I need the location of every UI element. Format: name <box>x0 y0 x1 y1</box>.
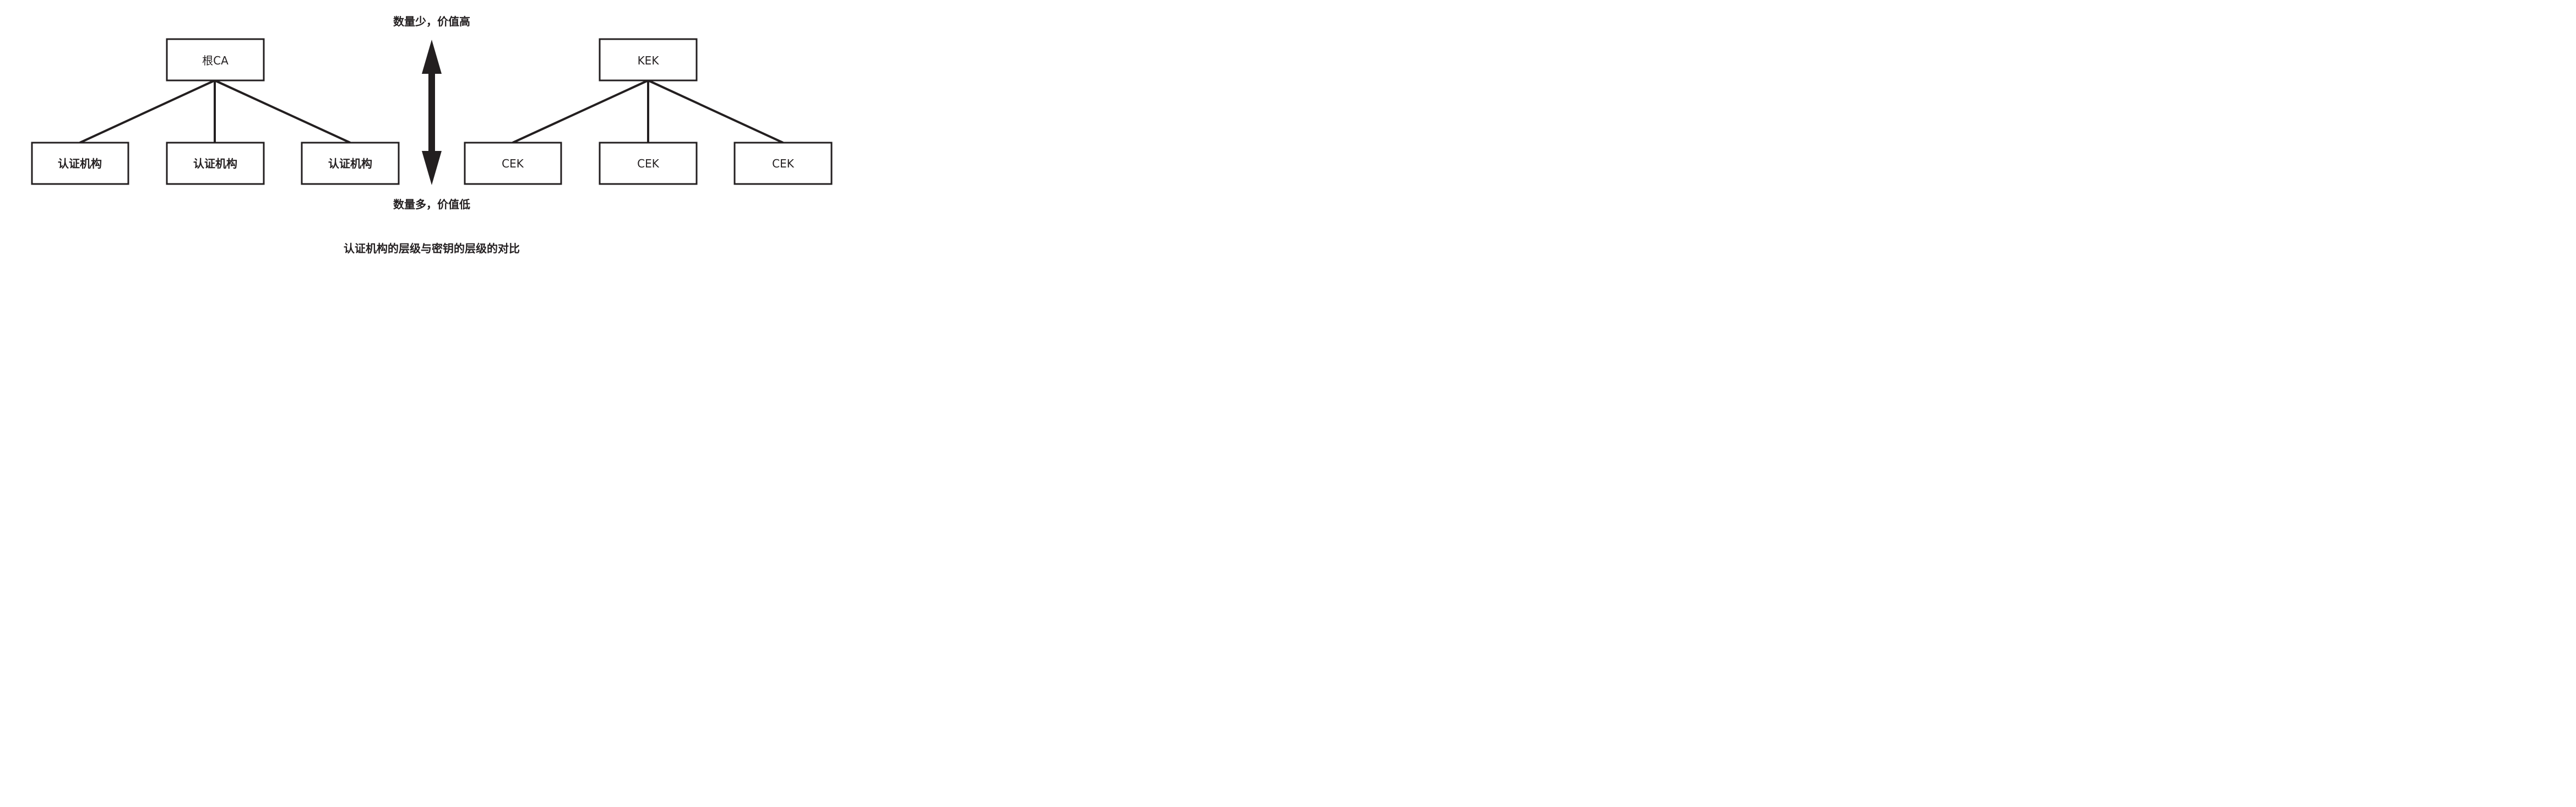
arrow-up-head <box>422 40 442 74</box>
left-child-node-2: 认证机构 <box>166 142 265 185</box>
left-root-node: 根CA <box>166 38 265 82</box>
right-child-node-3: CEK <box>733 142 833 185</box>
hierarchy-comparison-diagram: 根CA 认证机构 认证机构 认证机构 数量少，价值高 数量多，价值低 KEK C… <box>0 0 863 269</box>
left-edge-3 <box>214 79 351 144</box>
arrow-top-label: 数量少，价值高 <box>393 15 470 28</box>
right-edge-1 <box>512 79 649 144</box>
left-child-node-1: 认证机构 <box>31 142 129 185</box>
left-root-label: 根CA <box>202 54 229 67</box>
right-root-node: KEK <box>599 38 698 82</box>
double-arrow <box>422 40 442 185</box>
left-child-node-3: 认证机构 <box>301 142 400 185</box>
right-child-node-1: CEK <box>464 142 562 185</box>
arrow-down-head <box>422 151 442 185</box>
right-child-node-2: CEK <box>599 142 698 185</box>
left-child-label-2: 认证机构 <box>193 157 237 170</box>
left-tree-edges <box>79 79 351 144</box>
arrow-shaft <box>428 71 435 154</box>
right-tree-edges <box>512 79 784 144</box>
left-child-label-3: 认证机构 <box>328 157 372 170</box>
arrow-bottom-label: 数量多，价值低 <box>393 198 470 211</box>
left-edge-1 <box>79 79 215 144</box>
right-edge-3 <box>648 79 784 144</box>
diagram-canvas: 根CA 认证机构 认证机构 认证机构 数量少，价值高 数量多，价值低 KEK C… <box>31 15 833 255</box>
right-child-label-3: CEK <box>772 157 795 170</box>
left-child-label-1: 认证机构 <box>58 157 102 170</box>
right-root-label: KEK <box>638 54 660 67</box>
diagram-caption: 认证机构的层级与密钥的层级的对比 <box>344 242 520 255</box>
right-child-label-1: CEK <box>502 157 524 170</box>
right-child-label-2: CEK <box>637 157 660 170</box>
